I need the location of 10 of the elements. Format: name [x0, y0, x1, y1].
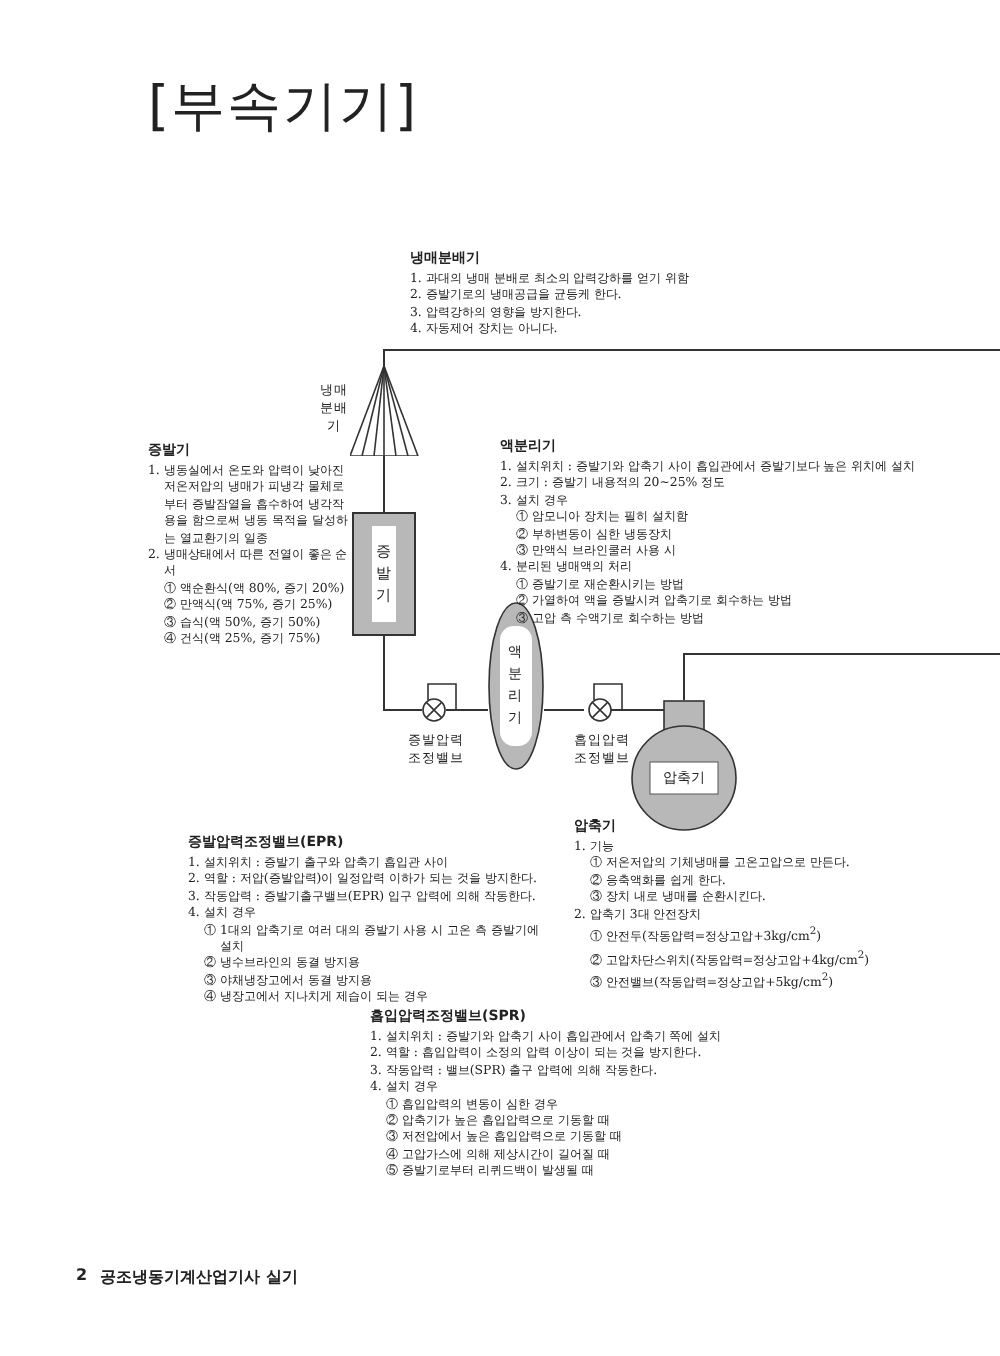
- evaporator-box: [352, 512, 416, 636]
- pipe-line: [683, 653, 1000, 701]
- pipe-line: [543, 709, 585, 711]
- pipe-line: [383, 635, 423, 711]
- pipe-line: [445, 709, 489, 711]
- footer-text: 공조냉동기계산업기사 실기: [100, 1266, 298, 1288]
- page-number: 2: [76, 1266, 88, 1284]
- page-title: [부속기기]: [148, 76, 419, 140]
- pipe-line: [383, 455, 385, 513]
- pipe-line: [383, 349, 1000, 367]
